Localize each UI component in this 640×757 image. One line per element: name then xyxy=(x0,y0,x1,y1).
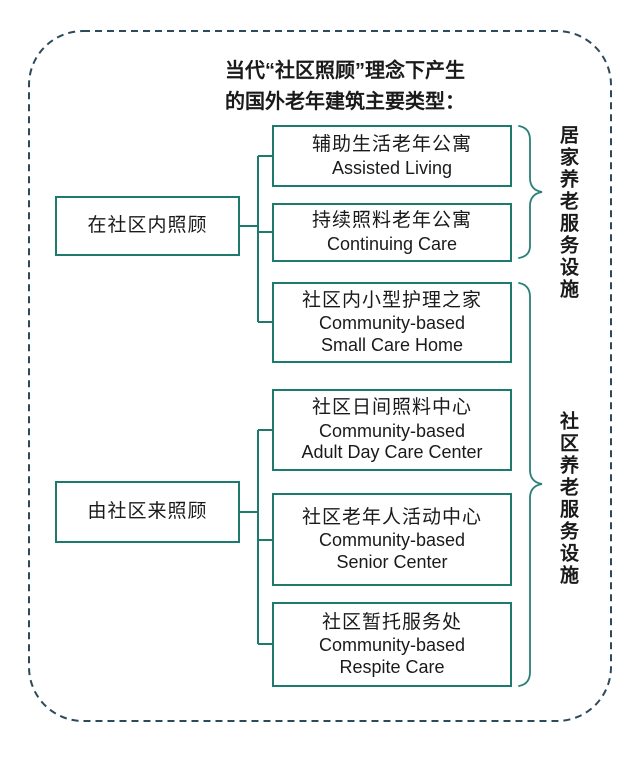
diagram-title-line1: 当代“社区照顾”理念下产生 xyxy=(225,60,465,82)
box-adult-day-care-center: 社区日间照料中心 Community-based Adult Day Care … xyxy=(272,389,512,471)
box-senior-center-en2: Senior Center xyxy=(336,551,448,572)
box-senior-center-zh: 社区老年人活动中心 xyxy=(301,506,482,528)
box-adult-day-care-center-zh: 社区日间照料中心 xyxy=(311,397,472,419)
side-label-home-based-facilities: 居家养老服务设施 xyxy=(557,125,578,301)
side-label-community-facilities: 社区养老服务设施 xyxy=(557,411,578,587)
diagram-title-line2: 的国外老年建筑主要类型： xyxy=(225,91,465,113)
box-respite-care: 社区暂托服务处 Community-based Respite Care xyxy=(272,602,512,687)
diagram-title: 当代“社区照顾”理念下产生 的国外老年建筑主要类型： xyxy=(120,56,570,118)
brace-community-care xyxy=(518,282,543,687)
box-care-within-community: 在社区内照顾 xyxy=(55,196,240,256)
box-respite-care-en1: Community-based xyxy=(318,635,466,656)
box-small-care-home-en1: Community-based xyxy=(318,313,466,334)
box-continuing-care-en: Continuing Care xyxy=(326,234,458,255)
box-assisted-living-en: Assisted Living xyxy=(331,157,453,178)
box-small-care-home-en2: Small Care Home xyxy=(320,334,464,355)
box-adult-day-care-center-en2: Adult Day Care Center xyxy=(301,442,483,463)
box-small-care-home: 社区内小型护理之家 Community-based Small Care Hom… xyxy=(272,282,512,363)
box-care-by-community: 由社区来照顾 xyxy=(55,481,240,543)
box-continuing-care-zh: 持续照料老年公寓 xyxy=(311,210,472,232)
box-small-care-home-zh: 社区内小型护理之家 xyxy=(301,289,482,311)
box-care-by-community-label: 由社区来照顾 xyxy=(87,500,208,522)
box-respite-care-zh: 社区暂托服务处 xyxy=(321,611,462,633)
box-adult-day-care-center-en1: Community-based xyxy=(318,420,466,441)
box-senior-center-en1: Community-based xyxy=(318,530,466,551)
box-respite-care-en2: Respite Care xyxy=(339,656,445,677)
box-senior-center: 社区老年人活动中心 Community-based Senior Center xyxy=(272,493,512,586)
box-continuing-care: 持续照料老年公寓 Continuing Care xyxy=(272,203,512,262)
box-assisted-living-zh: 辅助生活老年公寓 xyxy=(311,133,472,155)
brace-home-care xyxy=(518,125,543,259)
box-care-within-community-label: 在社区内照顾 xyxy=(87,214,208,236)
box-assisted-living: 辅助生活老年公寓 Assisted Living xyxy=(272,125,512,187)
